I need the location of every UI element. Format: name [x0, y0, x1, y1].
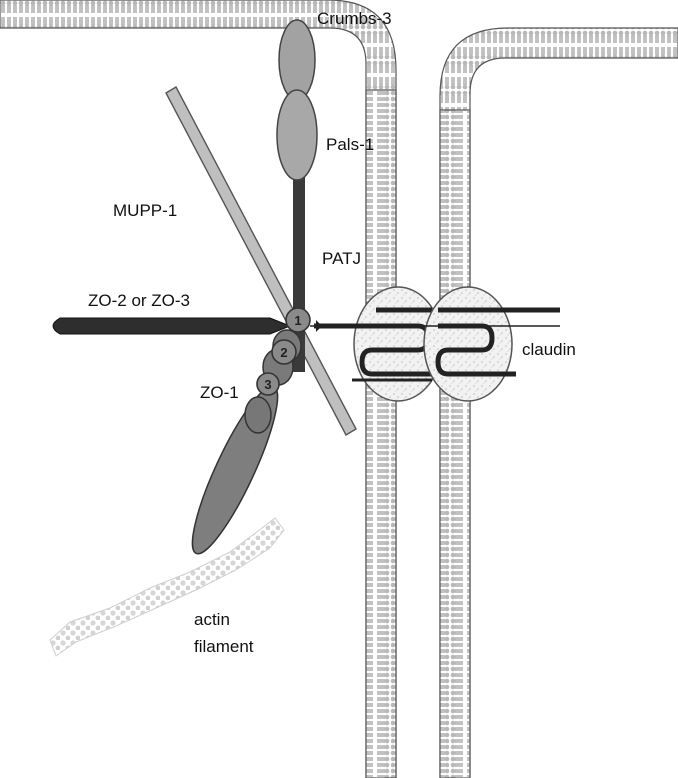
pdz-domain-3-label: 3 — [264, 377, 271, 392]
actin-filament — [50, 518, 284, 656]
zo2-zo3-protein — [53, 318, 290, 334]
zo2-zo3-label: ZO-2 or ZO-3 — [88, 291, 190, 310]
pals1-protein — [277, 90, 317, 180]
mupp1-label: MUPP-1 — [113, 201, 177, 220]
pals1-label: Pals-1 — [326, 135, 374, 154]
crumbs3-label: Crumbs-3 — [317, 9, 392, 28]
claudin-label: claudin — [522, 340, 576, 359]
pdz-domain-2-label: 2 — [280, 345, 287, 360]
actin-label-line2: filament — [194, 637, 254, 656]
claudin-left — [314, 287, 442, 401]
actin-label-line1: actin — [194, 610, 230, 629]
patj-label: PATJ — [322, 249, 361, 268]
pdz-domain-1-label: 1 — [294, 313, 301, 328]
crumbs3-protein — [279, 20, 315, 100]
left-cell-membrane — [0, 0, 396, 778]
zo1-label: ZO-1 — [200, 383, 239, 402]
right-cell-membrane — [440, 28, 678, 778]
